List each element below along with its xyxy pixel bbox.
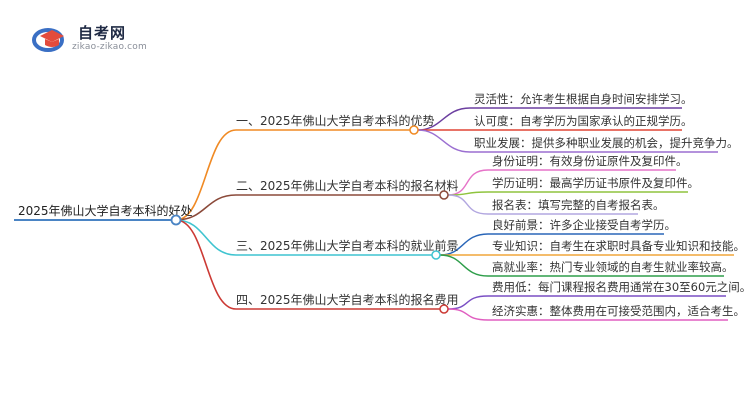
branch-node-dot	[439, 190, 449, 200]
leaf-label: 费用低：每门课程报名费用通常在30至60元之间。	[492, 280, 750, 294]
leaf-label: 良好前景：许多企业接受自考学历。	[492, 218, 676, 232]
leaf-label: 专业知识：自考生在求职时具备专业知识和技能。	[492, 239, 745, 253]
leaf-edge	[417, 129, 471, 153]
leaf-label: 灵活性：允许考生根据自身时间安排学习。	[474, 92, 693, 106]
leaf-edge	[447, 194, 489, 215]
branch-label: 二、2025年佛山大学自考本科的报名材料	[236, 178, 459, 193]
branch-node-dot	[439, 304, 449, 314]
leaf-label: 身份证明：有效身份证原件及复印件。	[492, 154, 688, 168]
leaf-label: 报名表：填写完整的自考报名表。	[492, 198, 665, 212]
brand-url: zikao-zikao.com	[72, 42, 147, 52]
leaf-label: 认可度：自考学历为国家承认的正规学历。	[474, 114, 693, 128]
brand-logo: 自考网 zikao-zikao.com	[28, 20, 168, 54]
branch-label: 三、2025年佛山大学自考本科的就业前景	[236, 238, 459, 253]
branch-edge	[175, 194, 237, 221]
branch-node-dot	[431, 250, 441, 260]
leaf-edge	[439, 254, 489, 277]
branch-label: 一、2025年佛山大学自考本科的优势	[236, 113, 435, 128]
leaf-label: 经济实惠：整体费用在可接受范围内，适合考生。	[492, 304, 745, 318]
branch-edge	[175, 129, 237, 221]
root-node-dot	[170, 214, 182, 226]
branch-label: 四、2025年佛山大学自考本科的报名费用	[236, 292, 459, 307]
leaf-label: 学历证明：最高学历证书原件及复印件。	[492, 176, 699, 190]
root-label: 2025年佛山大学自考本科的好处	[18, 203, 193, 218]
brand-name: 自考网	[78, 24, 127, 42]
leaf-label: 高就业率：热门专业领域的自考生就业率较高。	[492, 260, 734, 274]
branch-edge	[175, 219, 237, 256]
branch-edge	[175, 219, 237, 310]
graduation-cap-logo-icon	[32, 28, 64, 52]
branch-node-dot	[409, 125, 419, 135]
leaf-edge	[447, 308, 489, 321]
leaf-label: 职业发展：提供多种职业发展的机会，提升竞争力。	[474, 136, 739, 150]
